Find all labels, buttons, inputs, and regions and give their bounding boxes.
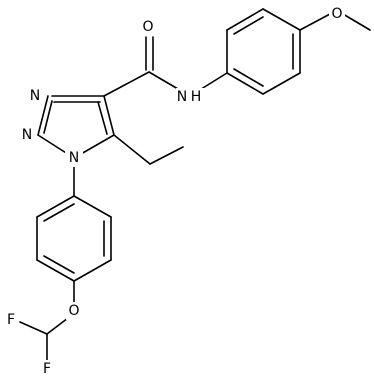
bond-lp-inner-c [43, 203, 75, 222]
bond-c5-ethyl-ch2 [113, 134, 151, 165]
bond-chf2-f-top [19, 321, 48, 335]
triazole-n1-label: N [69, 150, 79, 166]
amide-nitrogen-label: N [177, 89, 187, 105]
bond-lp-inner-b [43, 255, 75, 274]
bond-n2-n3 [37, 95, 49, 136]
bond-lp-4 [36, 259, 75, 282]
carbonyl-oxygen-label: O [142, 19, 153, 35]
bond-mp-3 [262, 8, 301, 31]
bond-c4-carbonyl [103, 71, 150, 97]
bond-mp-inner-c [233, 68, 264, 87]
bond-lp-1 [73, 195, 112, 218]
bond-mp-inner-a [233, 16, 264, 35]
bond-c4-c5-double [97, 101, 108, 135]
bond-n2-n3-double [43, 100, 53, 134]
methoxy-oxygen-label: O [331, 6, 342, 22]
amide-hydrogen-label: H [191, 89, 202, 105]
bond-mp-6 [226, 72, 264, 95]
ether-oxygen-label: O [68, 303, 79, 319]
fluorine-top-label: F [7, 312, 15, 328]
bond-aryl-methoxy-o [299, 13, 331, 31]
fluorine-bottom-label: F [43, 361, 51, 377]
bond-ethyl-ch2-ch3 [149, 146, 184, 165]
atom-labels: O N H O N N N O F F [3, 5, 345, 378]
bond-mp-2 [226, 8, 264, 31]
bond-mp-5 [262, 72, 301, 95]
bond-ether-o-chf2 [46, 317, 69, 335]
bond-lp-6 [36, 195, 75, 218]
bond-c4-c5 [103, 95, 115, 136]
bond-lp-3 [73, 259, 112, 282]
bond-methoxy-o-ch3 [342, 13, 371, 31]
triazole-n2-label: N [22, 127, 32, 143]
triazole-n3-label: N [30, 88, 40, 104]
